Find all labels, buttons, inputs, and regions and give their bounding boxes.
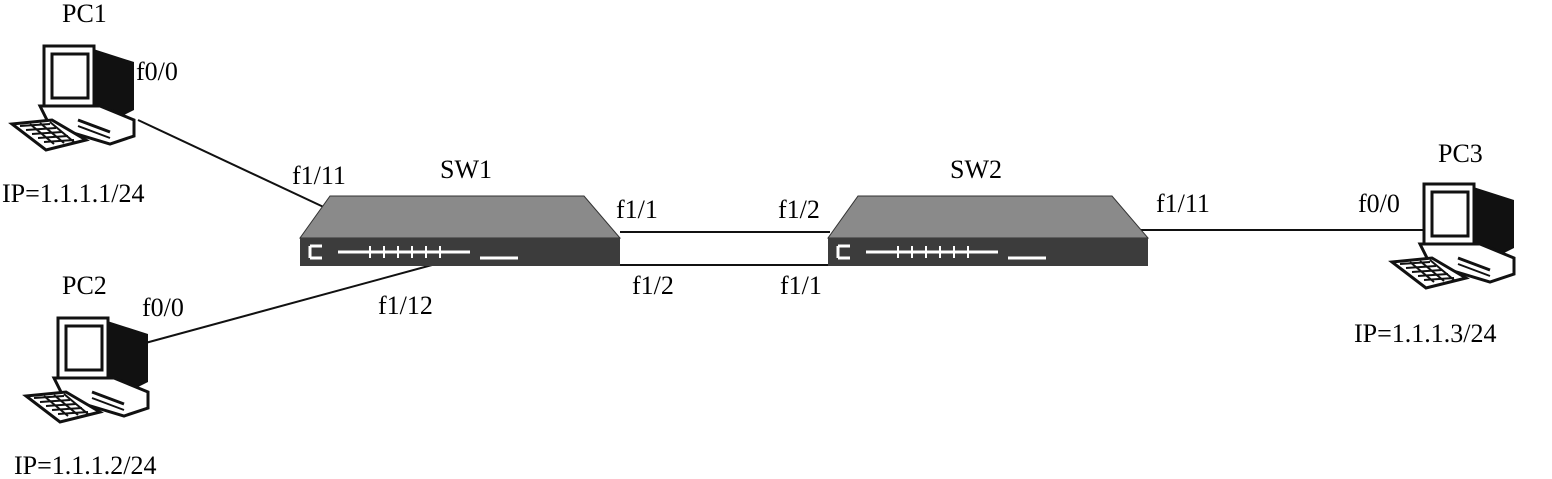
- network-switch-icon: [298, 194, 622, 268]
- pc2-ip: IP=1.1.1.2/24: [14, 451, 157, 479]
- pc2-port: f0/0: [142, 293, 184, 322]
- pc3[interactable]: [1390, 182, 1516, 290]
- pc2-name: PC2: [62, 271, 107, 300]
- sw1-port-pc1: f1/11: [292, 161, 346, 190]
- link-pc2-sw1: [137, 264, 433, 346]
- sw1-port-pc2: f1/12: [378, 291, 433, 320]
- pc3-ip: IP=1.1.1.3/24: [1354, 319, 1497, 348]
- sw2-name: SW2: [950, 155, 1002, 184]
- sw2-port-upper: f1/2: [778, 195, 820, 224]
- pc3-name: PC3: [1438, 139, 1483, 168]
- pc1-name: PC1: [62, 0, 107, 28]
- links: [137, 119, 1424, 346]
- pc1-port: f0/0: [136, 57, 178, 86]
- sw2-port-pc3: f1/11: [1156, 189, 1210, 218]
- network-switch-icon: [826, 194, 1150, 268]
- sw1-port-lower: f1/2: [632, 271, 674, 300]
- sw1-port-upper: f1/1: [616, 195, 658, 224]
- sw1-name: SW1: [440, 155, 492, 184]
- link-pc1-sw1: [137, 119, 331, 211]
- switch-sw2[interactable]: [826, 194, 1150, 268]
- desktop-computer-icon: [24, 316, 150, 424]
- pc2[interactable]: [24, 316, 150, 424]
- pc3-port: f0/0: [1358, 189, 1400, 218]
- pc1[interactable]: [10, 44, 136, 152]
- sw2-port-lower: f1/1: [780, 271, 822, 300]
- switch-sw1[interactable]: [298, 194, 622, 268]
- pc1-ip: IP=1.1.1.1/24: [2, 179, 145, 208]
- desktop-computer-icon: [1390, 182, 1516, 290]
- desktop-computer-icon: [10, 44, 136, 152]
